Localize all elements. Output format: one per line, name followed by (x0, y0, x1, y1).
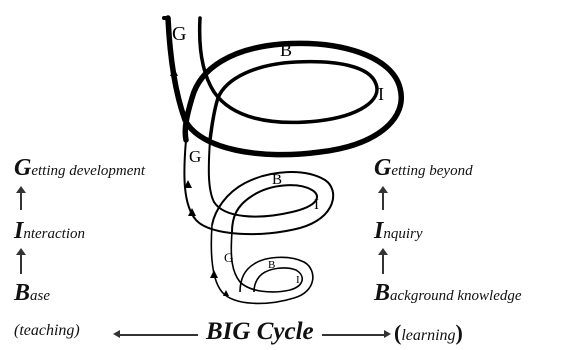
left-getting-development: Getting development (14, 155, 145, 182)
inner-loop-g: G (224, 250, 233, 265)
left-arrow-upper (20, 192, 22, 210)
learning-arrowhead (384, 330, 391, 338)
outer-loop-g: G (172, 23, 186, 45)
inner-arrow-1 (210, 270, 218, 278)
teaching-label: (teaching) (14, 322, 80, 340)
right-inquiry: Inquiry (374, 218, 423, 245)
outer-loop-i: I (378, 84, 384, 104)
teaching-arrow-line (118, 334, 198, 336)
middle-loop-b: B (272, 172, 282, 188)
left-interaction: Interaction (14, 218, 85, 245)
middle-loop-g: G (189, 147, 201, 166)
learning-arrow-line (322, 334, 384, 336)
right-getting-beyond: Getting beyond (374, 155, 473, 182)
right-arrow-upper (382, 192, 384, 210)
inner-loop-b: B (268, 259, 275, 271)
right-arrow-lower (382, 254, 384, 274)
learning-label: (learning) (394, 320, 463, 346)
right-background-knowledge: Background knowledge (374, 280, 522, 307)
inner-loop-i: I (296, 274, 300, 286)
middle-loop-i: I (314, 197, 319, 213)
outer-loop-b: B (280, 40, 292, 60)
big-cycle-title: BIG Cycle (206, 318, 314, 346)
outer-loop (164, 18, 401, 155)
left-arrow-lower (20, 254, 22, 274)
left-base: Base (14, 280, 50, 307)
